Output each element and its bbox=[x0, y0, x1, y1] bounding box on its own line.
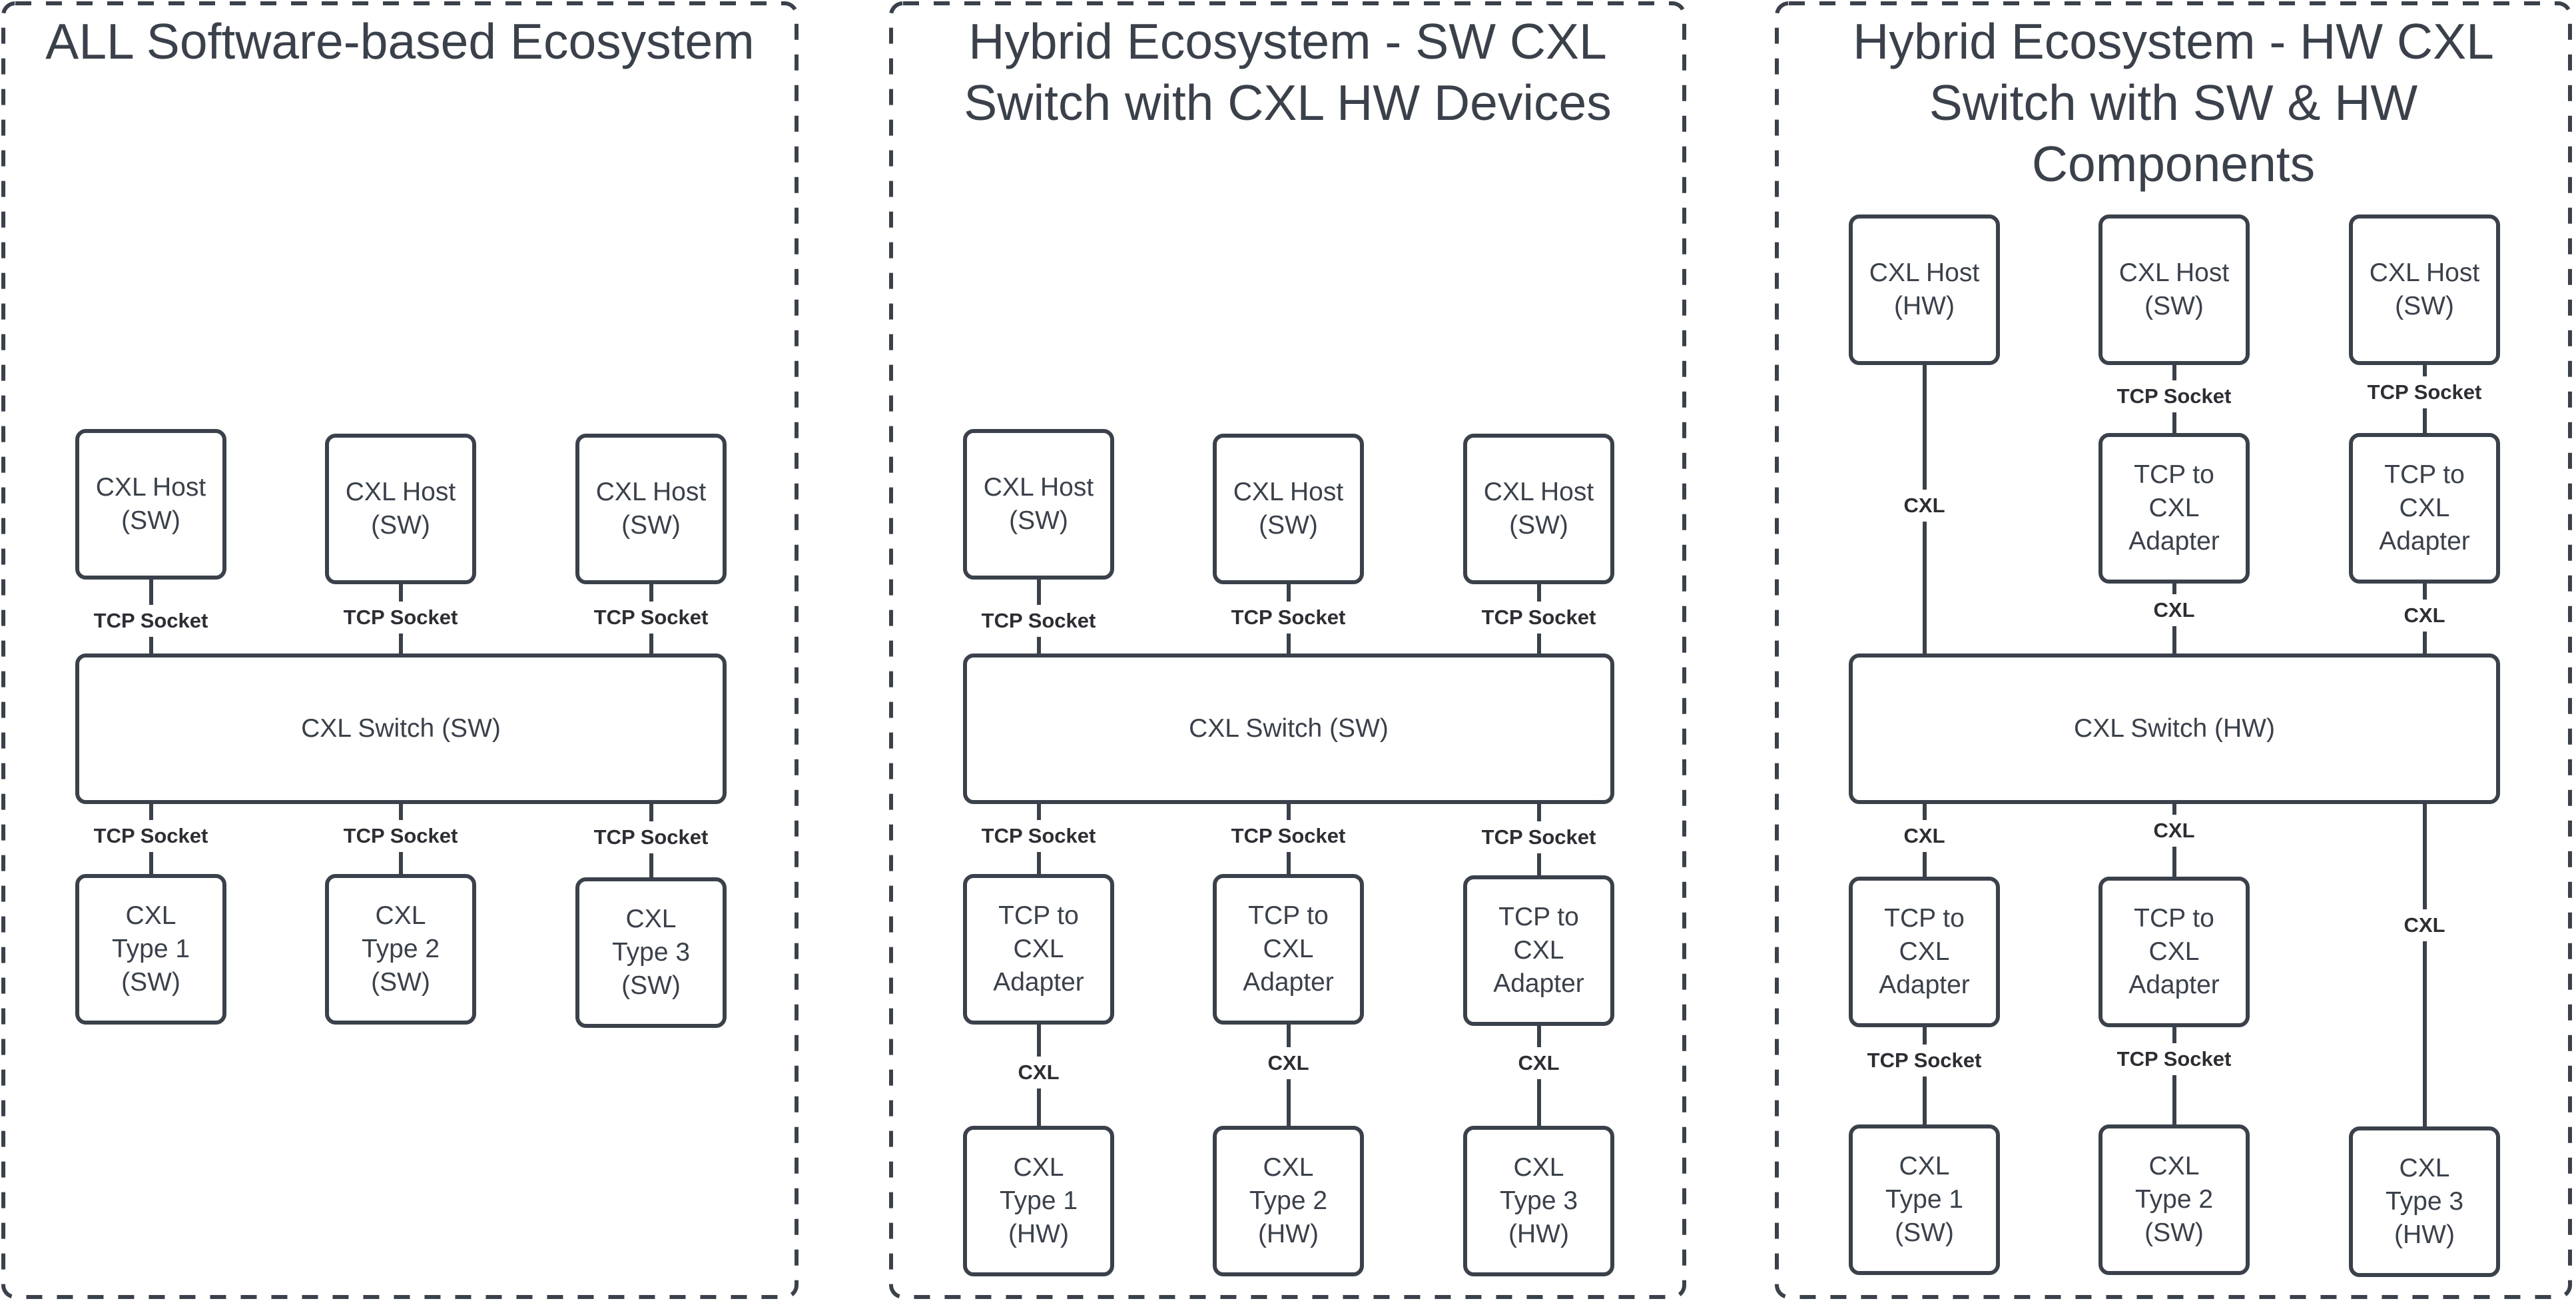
node-label: CXL Type 2 (HW) bbox=[1249, 1153, 1328, 1248]
link-label-tcp-socket: TCP Socket bbox=[1480, 821, 1598, 853]
panel-dashed-border bbox=[1, 1, 799, 1299]
node-adapter1: TCP to CXL Adapter bbox=[963, 874, 1114, 1025]
link-label-cxl: CXL bbox=[2152, 594, 2196, 626]
panel-hybrid-sw-switch: Hybrid Ecosystem - SW CXL Switch with CX… bbox=[889, 1, 1686, 1299]
node-label: CXL Type 2 (SW) bbox=[2134, 1152, 2214, 1247]
node-label: TCP to CXL Adapter bbox=[2379, 460, 2470, 556]
link-label-tcp-socket: TCP Socket bbox=[2115, 380, 2233, 412]
link-label-tcp-socket: TCP Socket bbox=[342, 820, 460, 852]
node-hadapter3: TCP to CXL Adapter bbox=[2349, 433, 2500, 584]
node-dev1: CXL Type 1 (SW) bbox=[75, 874, 226, 1025]
node-host1: CXL Host (SW) bbox=[963, 429, 1114, 580]
link-label-tcp-socket: TCP Socket bbox=[980, 605, 1098, 637]
node-adapter3: TCP to CXL Adapter bbox=[1463, 875, 1614, 1026]
panel-title: ALL Software-based Ecosystem bbox=[45, 13, 755, 69]
node-dadapter1: TCP to CXL Adapter bbox=[1849, 877, 2000, 1027]
node-label: CXL Type 1 (HW) bbox=[999, 1153, 1078, 1248]
node-dev3: CXL Type 3 (HW) bbox=[2349, 1126, 2500, 1277]
node-label: CXL Switch (HW) bbox=[2074, 714, 2275, 743]
panel-title: Hybrid Ecosystem - SW CXL Switch with CX… bbox=[964, 13, 1612, 131]
node-label: CXL Type 3 (SW) bbox=[611, 905, 691, 1000]
node-label: TCP to CXL Adapter bbox=[1879, 904, 1970, 999]
node-host2: CXL Host (SW) bbox=[1213, 434, 1364, 584]
node-label: TCP to CXL Adapter bbox=[1243, 901, 1334, 997]
link-label-cxl: CXL bbox=[2402, 909, 2447, 941]
link-label-cxl: CXL bbox=[1902, 490, 1947, 522]
node-adapter2: TCP to CXL Adapter bbox=[1213, 874, 1364, 1025]
node-host3: CXL Host (SW) bbox=[1463, 434, 1614, 584]
node-switch: CXL Switch (HW) bbox=[1849, 653, 2500, 804]
link-label-cxl: CXL bbox=[2402, 600, 2447, 632]
node-label: CXL Host (SW) bbox=[595, 478, 707, 540]
link-label-cxl: CXL bbox=[1016, 1057, 1061, 1088]
link-label-tcp-socket: TCP Socket bbox=[92, 605, 210, 637]
node-switch: CXL Switch (SW) bbox=[963, 653, 1614, 804]
link-label-tcp-socket: TCP Socket bbox=[342, 602, 460, 634]
link-label-tcp-socket: TCP Socket bbox=[1229, 602, 1347, 634]
panel-dashed-border bbox=[889, 1, 1686, 1299]
node-label: CXL Host (SW) bbox=[2369, 258, 2480, 320]
node-label: CXL Host (SW) bbox=[2118, 258, 2230, 320]
panel-dashed-border bbox=[1775, 1, 2572, 1299]
node-label: TCP to CXL Adapter bbox=[2128, 904, 2220, 999]
connector-dadapter2-dev2 bbox=[2172, 1025, 2176, 1126]
link-label-cxl: CXL bbox=[1902, 820, 1947, 852]
node-dev3: CXL Type 3 (SW) bbox=[575, 877, 727, 1028]
node-label: CXL Host (HW) bbox=[1869, 258, 1980, 320]
node-label: CXL Host (SW) bbox=[1483, 478, 1594, 540]
link-label-cxl: CXL bbox=[2152, 815, 2196, 847]
link-label-tcp-socket: TCP Socket bbox=[592, 602, 710, 634]
link-label-tcp-socket: TCP Socket bbox=[1865, 1045, 1983, 1077]
node-dev3: CXL Type 3 (HW) bbox=[1463, 1126, 1614, 1276]
link-label-cxl: CXL bbox=[1266, 1047, 1311, 1079]
link-label-tcp-socket: TCP Socket bbox=[92, 820, 210, 852]
node-label: CXL Type 3 (HW) bbox=[1499, 1153, 1578, 1248]
link-label-cxl: CXL bbox=[1516, 1047, 1561, 1079]
node-label: CXL Host (SW) bbox=[95, 473, 206, 535]
node-dev2: CXL Type 2 (SW) bbox=[325, 874, 476, 1025]
link-label-tcp-socket: TCP Socket bbox=[980, 820, 1098, 852]
panel-hybrid-hw-switch: Hybrid Ecosystem - HW CXL Switch with SW… bbox=[1775, 1, 2572, 1299]
node-host2: CXL Host (SW) bbox=[325, 434, 476, 584]
node-host1: CXL Host (HW) bbox=[1849, 215, 2000, 365]
connector-switch-dev3 bbox=[2422, 802, 2427, 1128]
node-dev2: CXL Type 2 (SW) bbox=[2098, 1124, 2250, 1275]
node-dev2: CXL Type 2 (HW) bbox=[1213, 1126, 1364, 1276]
panel-title: Hybrid Ecosystem - HW CXL Switch with SW… bbox=[1853, 13, 2494, 192]
node-label: TCP to CXL Adapter bbox=[2128, 460, 2220, 556]
node-label: TCP to CXL Adapter bbox=[993, 901, 1084, 997]
node-label: CXL Type 1 (SW) bbox=[111, 901, 190, 997]
node-label: CXL Type 2 (SW) bbox=[361, 901, 440, 997]
link-label-tcp-socket: TCP Socket bbox=[1480, 602, 1598, 634]
link-label-tcp-socket: TCP Socket bbox=[1229, 820, 1347, 852]
node-dadapter2: TCP to CXL Adapter bbox=[2098, 877, 2250, 1027]
node-label: CXL Host (SW) bbox=[983, 473, 1094, 535]
node-hadapter2: TCP to CXL Adapter bbox=[2098, 433, 2250, 584]
node-label: CXL Switch (SW) bbox=[301, 714, 501, 743]
link-label-tcp-socket: TCP Socket bbox=[2366, 376, 2483, 408]
node-host1: CXL Host (SW) bbox=[75, 429, 226, 580]
node-switch: CXL Switch (SW) bbox=[75, 653, 727, 804]
node-label: CXL Host (SW) bbox=[345, 478, 456, 540]
node-dev1: CXL Type 1 (SW) bbox=[1849, 1124, 2000, 1275]
node-label: CXL Switch (SW) bbox=[1189, 714, 1389, 743]
node-label: CXL Host (SW) bbox=[1233, 478, 1344, 540]
node-label: CXL Type 3 (HW) bbox=[2385, 1154, 2464, 1249]
node-label: CXL Type 1 (SW) bbox=[1885, 1152, 1964, 1247]
node-host3: CXL Host (SW) bbox=[2349, 215, 2500, 365]
node-dev1: CXL Type 1 (HW) bbox=[963, 1126, 1114, 1276]
link-label-tcp-socket: TCP Socket bbox=[592, 821, 710, 853]
link-label-tcp-socket: TCP Socket bbox=[2115, 1043, 2233, 1075]
node-label: TCP to CXL Adapter bbox=[1493, 903, 1584, 998]
node-host3: CXL Host (SW) bbox=[575, 434, 727, 584]
node-host2: CXL Host (SW) bbox=[2098, 215, 2250, 365]
